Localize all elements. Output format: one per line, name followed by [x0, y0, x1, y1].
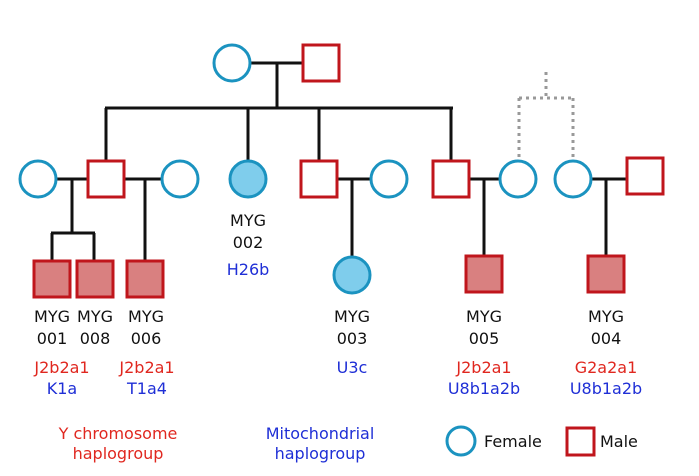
myg003-mt-haplogroup: U3c — [336, 358, 368, 377]
myg003-symbol — [332, 255, 372, 295]
legend-female-icon — [445, 425, 477, 457]
legend-mt-haplogroup-line1: Mitochondrial — [265, 424, 375, 443]
grandmother-symbol — [212, 43, 252, 83]
dotted-sibship — [517, 72, 575, 160]
myg006-y-haplogroup: J2b2a1 — [119, 358, 175, 377]
spouse-m5-symbol — [625, 156, 665, 196]
spouse-f4-symbol — [498, 159, 538, 199]
myg006-id-line1: MYG — [128, 307, 164, 326]
myg004-y-haplogroup: G2a2a1 — [574, 358, 638, 377]
spouse-f3-symbol — [369, 159, 409, 199]
individual-symbols — [18, 43, 665, 299]
myg004-id-line1: MYG — [588, 307, 624, 326]
myg004-mt-haplogroup: U8b1a2b — [569, 379, 643, 398]
son1-symbol — [86, 159, 126, 199]
myg002-symbol — [228, 159, 268, 199]
myg003-id-line1: MYG — [334, 307, 370, 326]
legend-female-label: Female — [484, 432, 542, 451]
myg006-id-line2: 006 — [130, 329, 162, 348]
pedigree-lines — [50, 61, 627, 261]
myg008-id-line1: MYG — [77, 307, 113, 326]
myg002-mt-haplogroup: H26b — [226, 260, 270, 279]
legend-male-icon — [565, 426, 596, 457]
legend-mt-haplogroup-line2: haplogroup — [274, 444, 366, 463]
spouse-f2-symbol — [160, 159, 200, 199]
legend-y-haplogroup-line2: haplogroup — [72, 444, 164, 463]
myg001-mt-haplogroup: K1a — [46, 379, 78, 398]
myg006-mt-haplogroup: T1a4 — [127, 379, 167, 398]
myg006-symbol — [125, 259, 165, 299]
myg005-id-line1: MYG — [466, 307, 502, 326]
myg005-y-haplogroup: J2b2a1 — [456, 358, 512, 377]
myg004-symbol — [586, 254, 626, 294]
myg001-id-line2: 001 — [36, 329, 68, 348]
myg001-y-haplogroup: J2b2a1 — [34, 358, 90, 377]
myg004-id-line2: 004 — [590, 329, 622, 348]
myg008-id-line2: 008 — [79, 329, 111, 348]
sister-f5-symbol — [553, 159, 593, 199]
spouse-f1-symbol — [18, 159, 58, 199]
myg008-symbol — [75, 259, 115, 299]
myg005-mt-haplogroup: U8b1a2b — [447, 379, 521, 398]
myg002-id-line1: MYG — [230, 211, 266, 230]
son3-symbol — [431, 159, 471, 199]
myg001-symbol — [32, 259, 72, 299]
myg005-symbol — [464, 254, 504, 294]
myg002-id-line2: 002 — [232, 233, 264, 252]
myg005-id-line2: 005 — [468, 329, 500, 348]
legend-male-label: Male — [600, 432, 638, 451]
myg003-id-line2: 003 — [336, 329, 368, 348]
myg001-id-line1: MYG — [34, 307, 70, 326]
son2-symbol — [299, 159, 339, 199]
legend-y-haplogroup-line1: Y chromosome — [58, 424, 178, 443]
grandfather-symbol — [301, 43, 341, 83]
